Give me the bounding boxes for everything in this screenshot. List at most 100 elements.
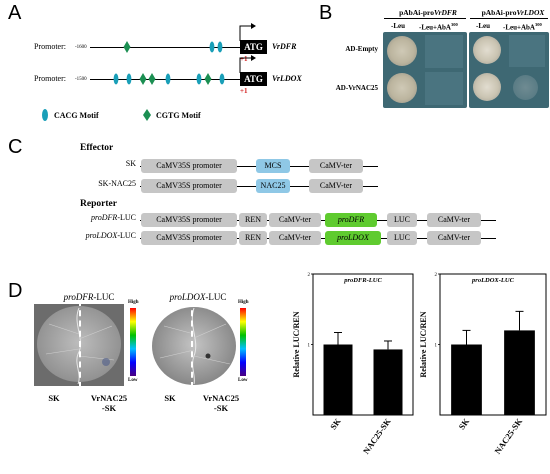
- box-luc-prodfr: LUC: [387, 213, 417, 227]
- box-camv-promoter-prodfr: CaMV35S promoter: [141, 213, 237, 227]
- header-rule-ldox: [470, 18, 548, 19]
- chart1-bar-0: [323, 344, 353, 415]
- leaf-title-prodfr: proDFR-LUC: [63, 292, 115, 302]
- leaf-divider-proldox: [191, 300, 193, 388]
- dfr-cacg-motif-1: [209, 41, 215, 53]
- header-pabai-ldox: pAbAi-proVrLDOX: [481, 8, 545, 17]
- motif-layer: [113, 41, 225, 85]
- row-ad-vrnac25: AD-VrNAC25: [335, 84, 378, 92]
- tss-plus1-dfr: +1: [240, 55, 248, 63]
- ldox-cacg-motif-5: [196, 73, 202, 85]
- promoter-coord-dfr: -1600: [75, 45, 87, 50]
- header-pabai-dfr: pAbAi-proVrDFR: [399, 8, 457, 17]
- leaf1-sk-suffix-label: -SK: [101, 403, 117, 413]
- spot-nac-aba: [425, 72, 463, 105]
- box-camv-ter-2-prodfr: CaMV-ter: [427, 213, 481, 227]
- promoter-line-dfr: [90, 47, 240, 48]
- header-rule-dfr: [384, 18, 466, 19]
- panel-label-c: C: [8, 136, 23, 158]
- chart2-bar-0: [451, 344, 482, 415]
- promoter-line-ldox: [90, 79, 240, 80]
- reporter-heading: Reporter: [80, 199, 117, 209]
- chart2-category-label-1: NAC25-SK: [492, 416, 524, 456]
- leaf1-sk-label: SK: [48, 393, 60, 403]
- row-ad-empty: AD-Empty: [345, 45, 378, 53]
- colony-empty-leu: [387, 36, 417, 66]
- row-sk-label: SK: [125, 159, 136, 168]
- panel-label-d: D: [8, 280, 23, 302]
- box-prodfr: proDFR: [325, 213, 377, 227]
- chart1-ytick-label-2: 2: [308, 273, 311, 278]
- colony-nac-aba-ldox: [513, 75, 538, 100]
- cacg-motif-icon: [42, 109, 48, 121]
- legend-cacg-label: CACG Motif: [54, 111, 99, 120]
- tss-arrow-dfr: [239, 23, 256, 41]
- box-camv-ter-sk: CaMV-ter: [309, 159, 363, 173]
- scale-high-2: High: [238, 300, 249, 305]
- tss-arrow-ldox: [239, 55, 256, 73]
- leaf-image-prodfr: [34, 304, 124, 386]
- luminescence-scale-2: [240, 308, 246, 376]
- leaf1-vrnac25-label: VrNAC25: [90, 393, 128, 403]
- box-camv-promoter-sk: CaMV35S promoter: [141, 159, 237, 173]
- dfr-cacg-motif-2: [217, 41, 223, 53]
- box-camv-ter-prodfr: CaMV-ter: [269, 213, 321, 227]
- ldox-cgtg-motif-3: [148, 73, 156, 85]
- row-prodfr-luc-label: proDFR-LUC: [90, 213, 136, 222]
- chart2-ylabel: Relative LUC/REN: [419, 311, 428, 377]
- box-mcs: MCS: [256, 159, 290, 173]
- col-leu-ldox: -Leu: [476, 22, 490, 30]
- chart1-category-label-0: SK: [328, 416, 343, 431]
- leaf-image-proldox: [150, 304, 238, 386]
- tss-plus1-ldox: +1: [240, 87, 248, 95]
- col-leu-aba-ldox: -Leu+AbA300: [503, 22, 542, 32]
- chart1-ylabel: Relative LUC/REN: [292, 311, 301, 377]
- legend-cgtg-label: CGTG Motif: [156, 111, 201, 120]
- leaf-title-proldox: proLDOX-LUC: [169, 292, 227, 302]
- chart1-ytick-label-1: 1: [308, 344, 311, 349]
- promoter-label-ldox: Promoter:: [34, 74, 66, 83]
- ldox-cacg-motif-4: [165, 73, 171, 85]
- row-sk-nac25-label: SK-NAC25: [98, 179, 136, 188]
- box-proldox: proLDOX: [325, 231, 381, 245]
- box-nac25: NAC25: [256, 179, 290, 193]
- ldox-cacg-motif-1: [126, 73, 132, 85]
- box-camv-ter-proldox: CaMV-ter: [269, 231, 321, 245]
- chart2-ytick-label-2: 2: [435, 273, 438, 278]
- chart2-category-label-0: SK: [456, 416, 471, 431]
- scale-low-1: Low: [128, 378, 138, 383]
- colony-empty-leu-ldox: [473, 36, 501, 64]
- box-ren-prodfr: REN: [239, 213, 267, 227]
- ldox-cacg-motif-0: [113, 73, 119, 85]
- box-camv-ter-nac25: CaMV-ter: [309, 179, 363, 193]
- luminescence-scale-1: [130, 308, 136, 376]
- chart1-bar-1: [373, 349, 403, 415]
- dfr-cgtg-motif-0: [123, 41, 131, 53]
- leaf-divider-prodfr: [79, 300, 81, 388]
- gene-label-dfr: VrDFR: [272, 42, 297, 51]
- atg-box-ldox: ATG: [240, 72, 267, 86]
- box-camv-promoter-proldox: CaMV35S promoter: [141, 231, 237, 245]
- box-ren-proldox: REN: [239, 231, 267, 245]
- ldox-cacg-motif-7: [219, 73, 225, 85]
- promoter-label-dfr: Promoter:: [34, 42, 66, 51]
- promoter-coord-ldox: -1500: [75, 77, 87, 82]
- chart1-title: proDFR-LUC: [343, 277, 382, 284]
- chart1-category-label-1: NAC25-SK: [361, 416, 393, 456]
- ldox-cgtg-motif-6: [204, 73, 212, 85]
- box-camv-promoter-nac25: CaMV35S promoter: [141, 179, 237, 193]
- chart2-bar-1: [504, 330, 535, 415]
- spot-empty-aba: [425, 35, 463, 68]
- effector-heading: Effector: [80, 143, 114, 153]
- col-leu-dfr: -Leu: [391, 22, 405, 30]
- cgtg-motif-icon: [143, 109, 151, 121]
- gene-label-ldox: VrLDOX: [272, 74, 302, 83]
- panel-label-a: A: [8, 2, 22, 24]
- leaf2-vrnac25-label: VrNAC25: [202, 393, 240, 403]
- colony-nac-leu: [387, 73, 417, 103]
- spot-empty-aba-ldox: [509, 35, 545, 67]
- leaf2-sk-label: SK: [164, 393, 176, 403]
- row-proldox-luc-label: proLDOX-LUC: [85, 231, 136, 240]
